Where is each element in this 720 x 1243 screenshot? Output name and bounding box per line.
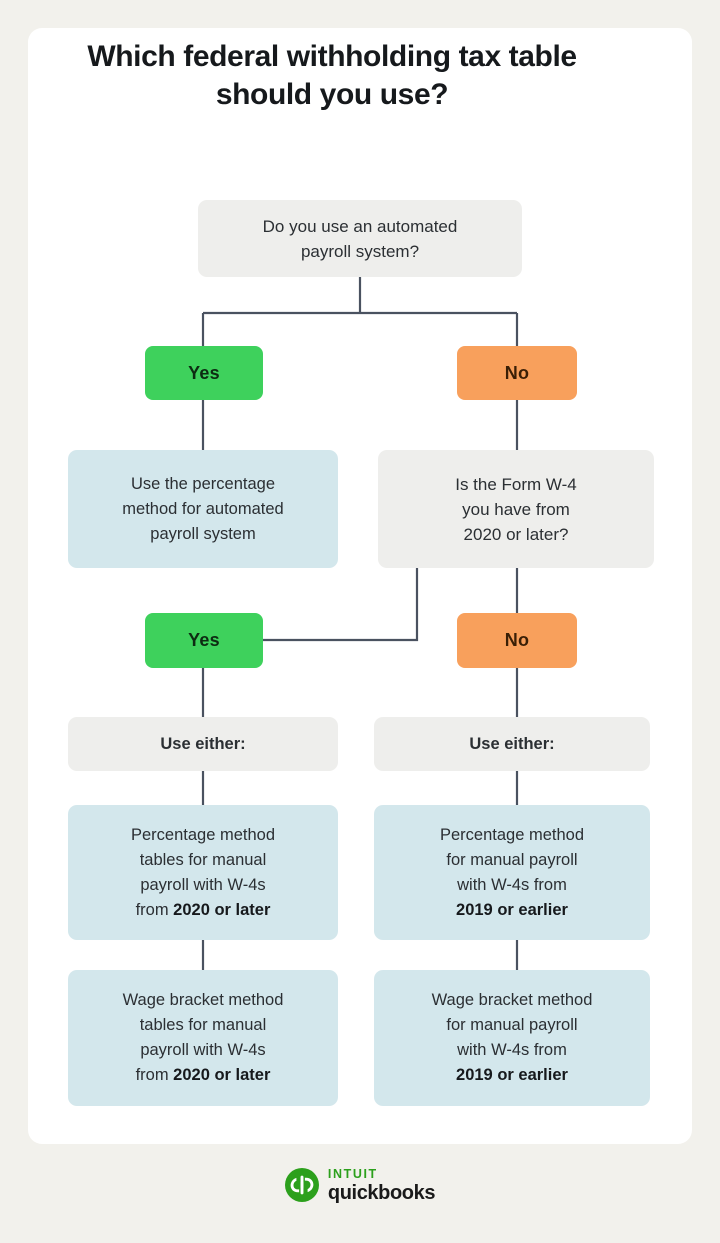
q1-line-1: Do you use an automated [262,216,458,236]
pm-left-line-4-prefix: from [135,900,174,919]
brand-intuit-label: INTUIT [327,1167,378,1181]
node-percentage-method-2020-later[interactable]: Percentage method tables for manual payr… [68,805,338,940]
pm-left-line-3: payroll with W-4s [140,875,266,894]
q2-line-2: you have from [462,499,570,519]
node-wage-bracket-2020-later[interactable]: Wage bracket method tables for manual pa… [68,970,338,1106]
pm-right-line-1: Percentage method [439,825,584,844]
pm-left-line-4-bold: 2020 or later [173,900,271,919]
brand-wordmark: INTUIT quickbooks [327,1167,436,1204]
node-wage-bracket-2019-earlier-text: Wage bracket method for manual payroll w… [374,988,650,1088]
brand-footer: INTUIT quickbooks [0,1168,720,1203]
node-answer-yes-1[interactable]: Yes [145,346,263,400]
node-question-automated-payroll[interactable]: Do you use an automated payroll system? [198,200,522,277]
wb-right-line-2: for manual payroll [446,1016,578,1034]
wb-right-line-4-bold: 2019 or earlier [456,1066,568,1084]
q2-line-1: Is the Form W-4 [455,474,577,494]
node-answer-no-2-label: No [504,630,530,650]
q1-line-2: payroll system? [300,241,420,261]
page-title: Which federal withholding tax table shou… [87,40,577,111]
node-wage-bracket-2020-later-text: Wage bracket method tables for manual pa… [68,988,338,1088]
pm-left-line-2: tables for manual [139,850,267,869]
node-use-either-left[interactable]: Use either: [68,717,338,771]
node-answer-no-1[interactable]: No [457,346,577,400]
node-use-either-left-label: Use either: [160,734,246,753]
wb-right-line-3: with W-4s from [457,1041,567,1059]
node-question-form-w4-year[interactable]: Is the Form W-4 you have from 2020 or la… [378,450,654,568]
node-wage-bracket-2019-earlier[interactable]: Wage bracket method for manual payroll w… [374,970,650,1106]
wb-left-line-1: Wage bracket method [122,991,284,1009]
node-result-percentage-automated[interactable]: Use the percentage method for automated … [68,450,338,568]
wb-left-line-2: tables for manual [139,1016,267,1034]
node-question-automated-payroll-text: Do you use an automated payroll system? [198,214,522,264]
node-result-percentage-automated-text: Use the percentage method for automated … [68,472,338,547]
wb-left-line-4-bold: 2020 or later [173,1066,271,1084]
node-percentage-method-2019-earlier-text: Percentage method for manual payroll wit… [374,823,650,923]
node-use-either-right[interactable]: Use either: [374,717,650,771]
node-question-form-w4-year-text: Is the Form W-4 you have from 2020 or la… [378,472,654,547]
r1-line-1: Use the percentage [130,474,275,493]
quickbooks-logo-icon [284,1168,319,1203]
node-percentage-method-2020-later-text: Percentage method tables for manual payr… [68,823,338,923]
connector-q2-to-yes2 [263,568,419,642]
node-answer-yes-2[interactable]: Yes [145,613,263,668]
node-answer-yes-2-label: Yes [188,630,220,650]
pm-left-line-1: Percentage method [130,825,275,844]
pm-right-line-2: for manual payroll [446,850,578,869]
node-answer-no-1-label: No [504,362,530,383]
node-answer-no-2[interactable]: No [457,613,577,668]
node-use-either-right-label: Use either: [469,734,555,753]
q2-line-3: 2020 or later? [463,524,569,544]
node-answer-yes-1-label: Yes [188,362,220,383]
wb-left-line-4-prefix: from [135,1066,174,1084]
node-percentage-method-2019-earlier[interactable]: Percentage method for manual payroll wit… [374,805,650,940]
r1-line-2: method for automated [122,499,284,518]
brand-quickbooks-label: quickbooks [327,1181,436,1204]
wb-left-line-3: payroll with W-4s [140,1041,266,1059]
r1-line-3: payroll system [150,524,256,543]
pm-right-line-3: with W-4s from [457,875,567,894]
wb-right-line-1: Wage bracket method [431,991,593,1009]
pm-right-line-4-bold: 2019 or earlier [456,900,568,919]
